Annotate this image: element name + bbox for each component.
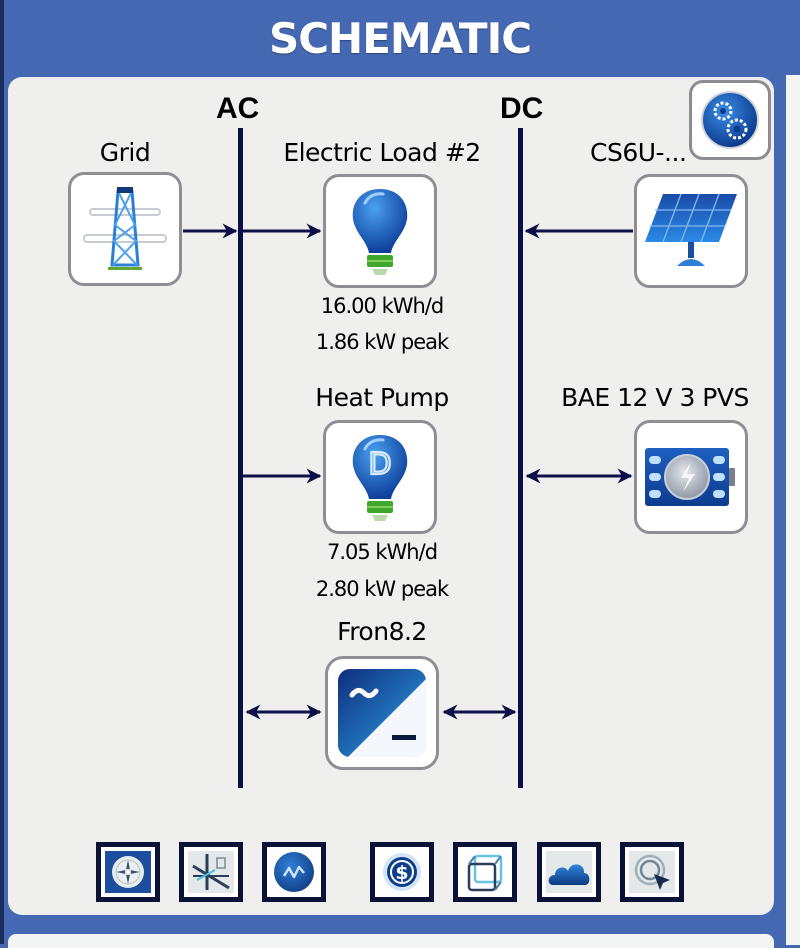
grid-label: Grid — [99, 138, 151, 167]
lightbulb-icon — [352, 189, 408, 275]
solar-panel-icon — [645, 193, 737, 266]
compass-icon — [112, 856, 144, 888]
toolbar-button-resources[interactable] — [96, 842, 160, 902]
gears-icon — [701, 91, 759, 149]
schematic-title: SCHEMATIC — [268, 14, 532, 63]
battery-label: BAE 12 V 3 PVS — [561, 383, 749, 412]
toolbar-button-economics[interactable]: $ — [370, 842, 434, 902]
converter-label: Fron8.2 — [337, 617, 427, 646]
settings-button[interactable] — [689, 80, 771, 160]
waveform-icon — [274, 852, 314, 892]
heat-pump-tile[interactable]: D — [323, 420, 437, 534]
dc-bus-label: DC — [500, 92, 544, 125]
heat-pump-label: Heat Pump — [315, 383, 449, 412]
inverter-icon — [338, 669, 426, 757]
project-tool-icon — [192, 854, 230, 890]
toolbar-button-cloud[interactable] — [537, 842, 601, 902]
heat-pump-peak: 2.80 kW peak — [315, 577, 449, 601]
dollar-icon: $ — [383, 853, 421, 891]
toolbar-button-project[interactable] — [179, 842, 243, 902]
pv-tile[interactable] — [634, 174, 748, 288]
deferrable-badge: D — [368, 447, 391, 482]
cloud-icon — [548, 864, 590, 885]
electric-load-tile[interactable] — [323, 174, 437, 288]
svg-text:$: $ — [395, 862, 408, 884]
dc-bus[interactable] — [518, 128, 523, 788]
heat-pump-energy: 7.05 kWh/d — [326, 540, 438, 564]
toolbar-button-system[interactable] — [453, 842, 517, 902]
pv-label: CS6U-... — [590, 138, 687, 167]
electric-load-peak: 1.86 kW peak — [315, 330, 449, 354]
toolbar-button-components[interactable] — [262, 842, 326, 902]
search-pointer-icon — [634, 854, 670, 890]
battery-icon — [645, 448, 735, 506]
ac-bus[interactable] — [238, 128, 243, 788]
grid-tile[interactable] — [68, 172, 182, 286]
frame-edge — [0, 0, 4, 944]
battery-tile[interactable] — [634, 420, 748, 534]
adjacent-panel-edge — [786, 75, 800, 945]
electric-load-energy: 16.00 kWh/d — [320, 294, 444, 318]
toolbar-button-search[interactable] — [620, 842, 684, 902]
transmission-tower-icon — [83, 187, 167, 270]
cube-icon — [467, 854, 503, 892]
converter-tile[interactable] — [325, 656, 439, 770]
deferrable-load-bulb-icon: D — [352, 435, 408, 521]
ac-bus-label: AC — [216, 92, 260, 125]
electric-load-label: Electric Load #2 — [283, 138, 481, 167]
